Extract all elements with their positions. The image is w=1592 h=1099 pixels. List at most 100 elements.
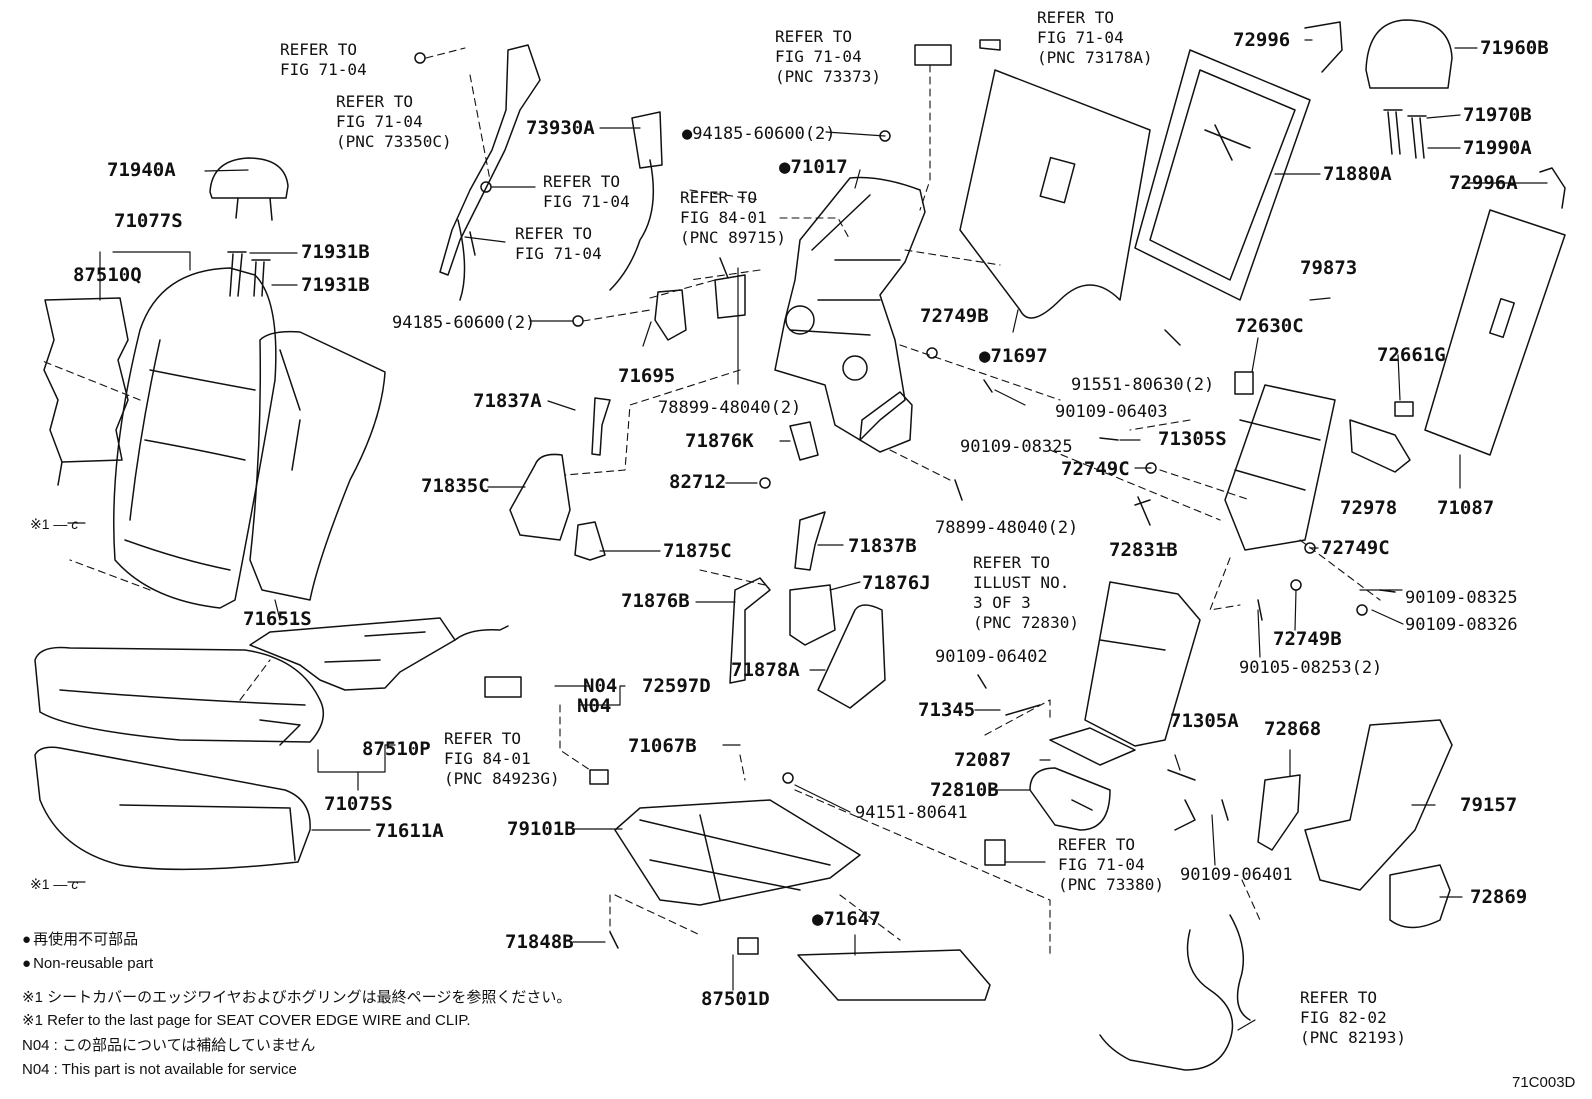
part-label: 72868 <box>1264 718 1322 740</box>
leader-lines <box>67 39 1548 1031</box>
cover-72087 <box>1049 727 1136 766</box>
part-label: 72749B <box>1273 628 1342 650</box>
seatback-board-71697 <box>959 69 1151 319</box>
legend-n04-en: N04 : This part is not available for ser… <box>22 1061 297 1078</box>
part-label: 90109-06402 <box>935 647 1048 667</box>
part-label: 90109-08325 <box>1405 588 1518 608</box>
cover-72869 <box>1389 864 1451 929</box>
part-label: 71077S <box>114 210 183 232</box>
reference-callout: REFER TO FIG 71-04 <box>543 172 630 211</box>
edge-wire-mark: ※1 — c <box>30 876 79 892</box>
part-label: 90109-08326 <box>1405 615 1518 635</box>
part-label: 72749C <box>1321 537 1390 559</box>
part-label: 71970B <box>1463 104 1532 126</box>
part-label: 72749C <box>1061 458 1130 480</box>
legend-nonreusable-en: Non-reusable part <box>22 956 153 971</box>
reference-callout: REFER TO FIG 82-02 (PNC 82193) <box>1300 988 1406 1047</box>
part-label: 72630C <box>1235 315 1304 337</box>
reference-callout: REFER TO FIG 71-04 (PNC 73350C) <box>336 92 452 151</box>
part-label: 90105-08253(2) <box>1239 658 1383 678</box>
part-label: 71960B <box>1480 37 1549 59</box>
seat-cushion-pad-71611A <box>34 746 311 871</box>
back-board-71880A <box>1134 49 1311 301</box>
part-label: 71651S <box>243 608 312 630</box>
part-label: 71931B <box>301 274 370 296</box>
part-label: 87501D <box>701 988 770 1010</box>
part-label: 71876B <box>621 590 690 612</box>
part-label: 71875C <box>663 540 732 562</box>
assembly-dashed-lines <box>39 47 1381 956</box>
reference-callout: REFER TO FIG 71-04 <box>280 40 367 79</box>
legend-note1-jp: ※1 シートカバーのエッジワイヤおよびホグリングは最終ページを参照ください。 <box>22 989 572 1006</box>
part-label: 72597D <box>642 675 711 697</box>
part-label: 71067B <box>628 735 697 757</box>
part-label: 94151-80641 <box>855 803 968 823</box>
belt-reel-73930A <box>631 111 663 169</box>
part-label: 87510Q <box>73 264 142 286</box>
seat-track-79101B <box>614 799 861 906</box>
part-label: 72869 <box>1470 886 1528 908</box>
armrest-71305A-pad <box>1084 581 1201 747</box>
part-label: 72661G <box>1377 344 1446 366</box>
wire-harness-misc <box>457 159 655 301</box>
heater-pad-87510P <box>249 617 509 691</box>
reference-callout: REFER TO FIG 71-04 (PNC 73380) <box>1058 835 1164 894</box>
reference-callout: REFER TO FIG 71-04 (PNC 73178A) <box>1037 8 1153 67</box>
part-label: 90109-08325 <box>960 437 1073 457</box>
cover-79157 <box>1304 719 1453 891</box>
part-label: 71075S <box>324 793 393 815</box>
part-label: 71990A <box>1463 137 1532 159</box>
wire-harness-82193 <box>1099 914 1251 1071</box>
part-label: 71305A <box>1170 710 1239 732</box>
headrest-71960B <box>1365 19 1453 89</box>
part-label: ●71647 <box>812 908 881 930</box>
part-label: 71305S <box>1158 428 1227 450</box>
edge-wire-mark: ※1 — c <box>30 516 79 532</box>
part-label: 71837A <box>473 390 542 412</box>
part-label: 72087 <box>954 749 1012 771</box>
part-label: 71876J <box>862 572 931 594</box>
part-label: 72810B <box>930 779 999 801</box>
seatback-cover-71077S <box>112 267 277 609</box>
part-label: 78899-48040(2) <box>658 398 802 418</box>
part-label: 71695 <box>618 365 676 387</box>
small-parts <box>414 21 1566 1001</box>
part-label: 71087 <box>1437 497 1495 519</box>
legend-note1-en: ※1 Refer to the last page for SEAT COVER… <box>22 1012 471 1029</box>
part-label: ●94185-60600(2) <box>682 124 836 144</box>
legend-n04-jp: N04 : この部品については補給していません <box>22 1037 316 1054</box>
recliner-bracket <box>859 391 913 453</box>
switch-72978 <box>1349 419 1411 473</box>
armrest-frame-71305S <box>1224 384 1336 551</box>
part-label: 72749B <box>920 305 989 327</box>
part-label: 71611A <box>375 820 444 842</box>
figure-id: 71C003D <box>1512 1074 1576 1091</box>
part-label: 94185-60600(2) <box>392 313 536 333</box>
seat-belt-73350C <box>439 44 541 276</box>
part-label: 71878A <box>731 659 800 681</box>
part-label: 71837B <box>848 535 917 557</box>
part-label: 90109-06403 <box>1055 402 1168 422</box>
part-label: 79873 <box>1300 257 1358 279</box>
part-label: 90109-06401 <box>1180 865 1293 885</box>
part-label: 87510P <box>362 738 431 760</box>
cover-72810B <box>1029 767 1111 831</box>
part-label: 71940A <box>107 159 176 181</box>
legend-nonreusable-jp: 再使用不可部品 <box>22 932 138 947</box>
reference-callout: REFER TO FIG 71-04 <box>515 224 602 263</box>
part-label: 71835C <box>421 475 490 497</box>
seatback-pad-71651S <box>249 330 386 601</box>
reference-callout: REFER TO FIG 84-01 (PNC 89715) <box>680 188 786 247</box>
part-label: 72831B <box>1109 539 1178 561</box>
part-label: 82712 <box>669 471 727 493</box>
part-label: 73930A <box>526 117 595 139</box>
part-label: 91551-80630(2) <box>1071 375 1215 395</box>
part-label: ●71017 <box>779 156 848 178</box>
part-label: N04 <box>577 695 612 717</box>
part-label: 72996 <box>1233 29 1291 51</box>
part-label: N04 <box>583 675 618 697</box>
part-label: 71876K <box>685 430 754 452</box>
reference-callout: REFER TO FIG 84-01 (PNC 84923G) <box>444 729 560 788</box>
part-label: 78899-48040(2) <box>935 518 1079 538</box>
